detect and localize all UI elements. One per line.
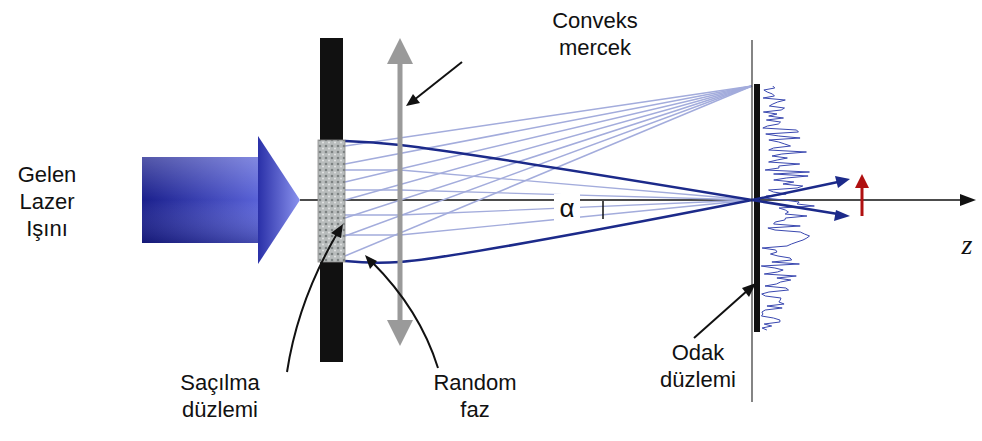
diverging-ray-lower	[752, 200, 838, 214]
part-label: Odak düzlemi	[648, 340, 748, 394]
part-label: Gelen Lazer Işını	[2, 162, 92, 242]
scattered-ray	[345, 86, 752, 256]
scattered-ray	[345, 86, 752, 146]
scattered-ray	[345, 86, 752, 236]
scattered-ray	[345, 200, 752, 235]
angle-marker	[602, 201, 604, 219]
lens-arrowhead-top	[387, 38, 413, 64]
diverging-ray-upper	[752, 182, 838, 200]
axis-label: z	[952, 228, 982, 262]
leader-arrowhead	[406, 94, 420, 106]
leader-line	[287, 232, 338, 372]
leader-arrowhead	[365, 255, 377, 269]
focal-plane-line	[751, 40, 752, 402]
scattered-ray	[345, 170, 752, 200]
leader-arrowhead	[742, 283, 756, 297]
polarization-arrowhead	[855, 174, 869, 188]
laser-beam-head	[258, 136, 300, 264]
scattered-ray	[345, 86, 752, 218]
leader-line	[694, 290, 748, 338]
axis-arrowhead	[960, 194, 976, 206]
convex-lens	[398, 58, 403, 326]
part-label: Random faz	[425, 370, 525, 424]
laser-beam-body	[142, 157, 260, 243]
beam-envelope	[345, 141, 752, 200]
part-label: Conveks mercek	[520, 8, 670, 62]
leader-arrowhead	[331, 224, 343, 238]
leader-line	[372, 262, 438, 368]
part-label: Saçılma düzlemi	[160, 370, 280, 424]
lens-arrowhead-bottom	[387, 320, 413, 346]
angle-label: α	[554, 194, 580, 222]
ray-arrowhead	[835, 176, 850, 188]
polarization-arrow	[861, 186, 864, 216]
leader-line	[414, 62, 462, 100]
scattered-ray	[345, 86, 752, 200]
ray-group	[345, 86, 752, 263]
ray-arrowhead	[834, 210, 850, 221]
scattered-ray	[345, 190, 752, 200]
focal-plane-screen	[754, 84, 760, 332]
laser-beam-shade	[142, 157, 260, 243]
beam-envelope	[345, 200, 752, 263]
